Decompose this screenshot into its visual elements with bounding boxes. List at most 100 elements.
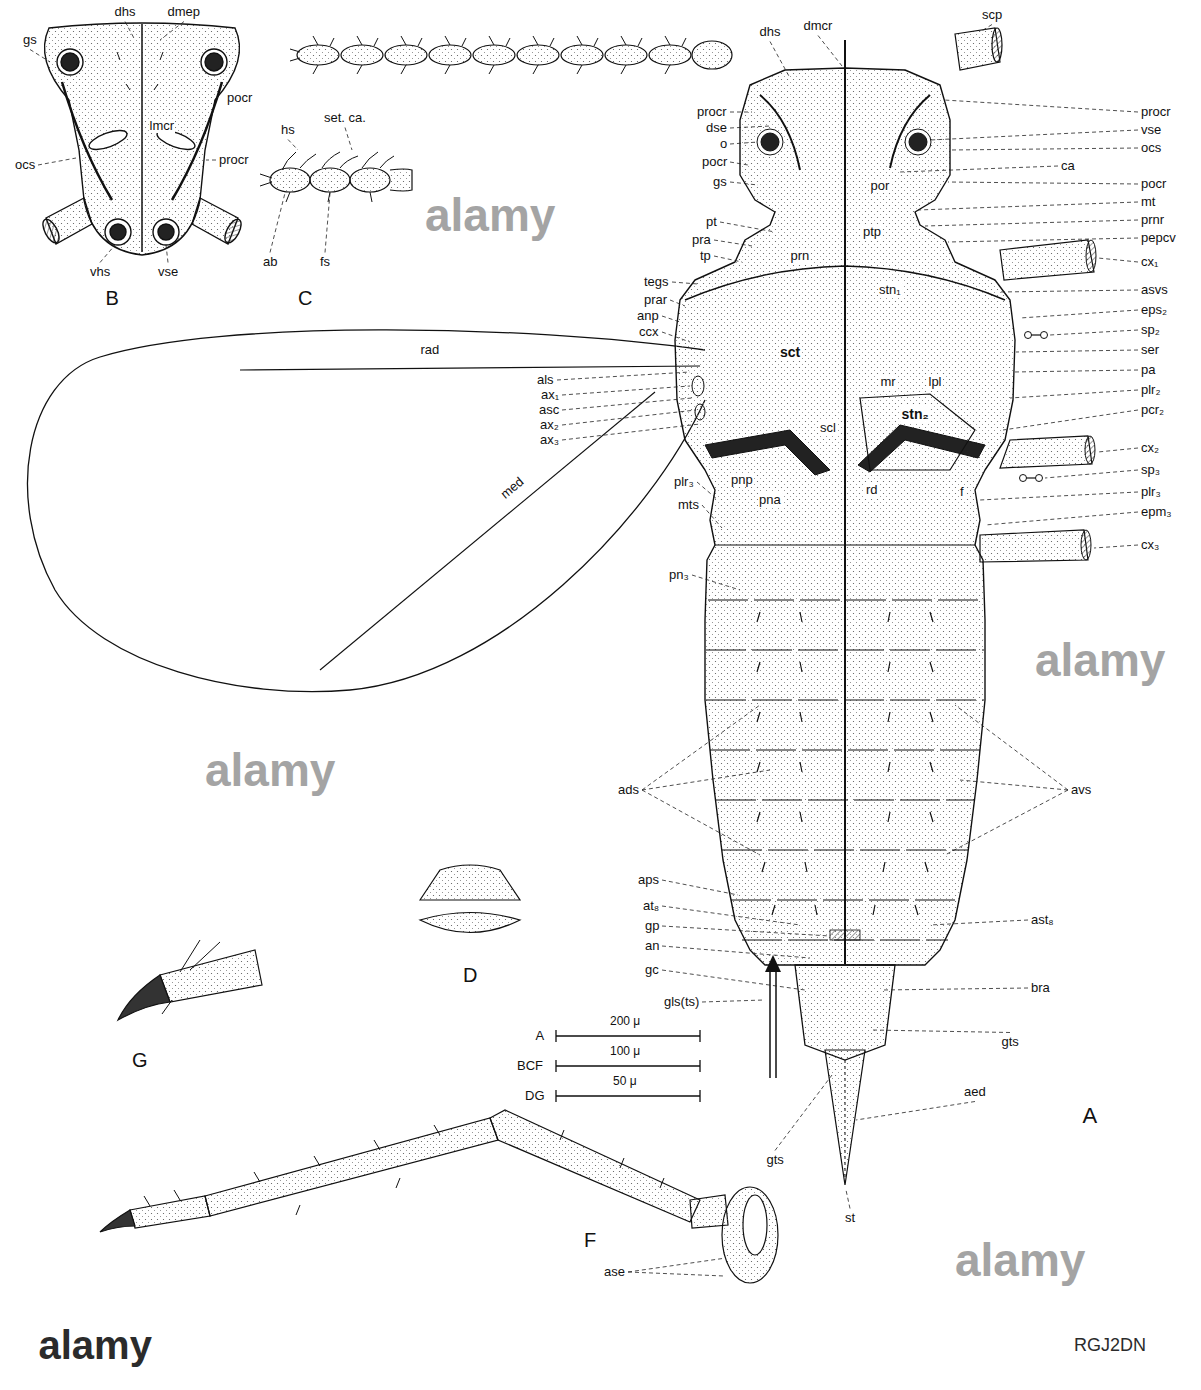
leader-line bbox=[30, 50, 50, 63]
leader-line bbox=[900, 166, 1058, 172]
leader-line bbox=[980, 492, 1138, 500]
leader-line bbox=[775, 1075, 832, 1151]
leader-line bbox=[1010, 390, 1138, 398]
leader-line bbox=[930, 130, 1138, 140]
part-label: procr bbox=[1140, 105, 1172, 120]
panel-letter: G bbox=[131, 1049, 149, 1072]
leader-line bbox=[628, 1258, 726, 1272]
part-label: pt bbox=[705, 215, 718, 230]
leader-line bbox=[642, 790, 760, 855]
leader-line bbox=[125, 22, 135, 41]
part-label: f bbox=[959, 485, 965, 500]
part-label: ase bbox=[603, 1265, 626, 1280]
panel-letter: D bbox=[462, 964, 478, 987]
scale-bars bbox=[556, 1030, 700, 1102]
leader-line bbox=[930, 920, 1028, 925]
part-label: aed bbox=[963, 1085, 987, 1100]
leader-line bbox=[950, 148, 1138, 150]
part-label: pa bbox=[1140, 363, 1156, 378]
leader-line bbox=[730, 162, 748, 165]
part-label: dmcr bbox=[803, 19, 834, 34]
leader-line bbox=[1094, 545, 1138, 548]
antenna-detail bbox=[260, 152, 412, 202]
part-label: sp₂ bbox=[1140, 323, 1161, 338]
leader-line bbox=[670, 300, 685, 306]
part-label: o bbox=[719, 137, 728, 152]
part-label: rd bbox=[865, 483, 879, 498]
leader-line bbox=[557, 372, 690, 380]
leader-line bbox=[206, 160, 216, 161]
leader-line bbox=[345, 128, 352, 151]
antenna bbox=[290, 28, 1002, 74]
detail-d bbox=[420, 865, 520, 933]
part-label: ab bbox=[262, 255, 278, 270]
leader-line bbox=[662, 316, 680, 322]
part-label: pra bbox=[691, 233, 712, 248]
part-label: ast₈ bbox=[1030, 913, 1055, 928]
leg bbox=[100, 1110, 778, 1283]
part-label: fs bbox=[319, 255, 331, 270]
scale-value: 50 μ bbox=[612, 1075, 638, 1089]
part-label: anp bbox=[636, 309, 660, 324]
part-label: epm₃ bbox=[1140, 505, 1173, 520]
part-label: lpl bbox=[928, 375, 943, 390]
leader-line bbox=[948, 182, 1138, 184]
part-label: ads bbox=[617, 783, 640, 798]
part-label: prn bbox=[790, 249, 811, 264]
watermark: alamy bbox=[1034, 634, 1166, 687]
part-label: asc bbox=[538, 403, 560, 418]
leader-line bbox=[730, 142, 758, 144]
leader-line bbox=[770, 42, 790, 79]
leader-line bbox=[662, 946, 810, 958]
part-label: gs bbox=[712, 175, 728, 190]
leader-line bbox=[720, 222, 775, 232]
leader-line bbox=[662, 906, 800, 925]
leader-line bbox=[288, 140, 298, 151]
leader-line bbox=[562, 398, 692, 410]
part-label: plr₃ bbox=[1140, 485, 1162, 500]
part-label: vhs bbox=[89, 265, 111, 280]
part-label: lmcr bbox=[149, 119, 176, 134]
part-label: sp₃ bbox=[1140, 463, 1161, 478]
part-label: scp bbox=[981, 8, 1003, 23]
leader-line bbox=[714, 240, 752, 246]
leader-line bbox=[1098, 448, 1138, 452]
scale-letter: DG bbox=[524, 1089, 546, 1104]
part-label: sct bbox=[779, 344, 801, 360]
leader-line bbox=[562, 424, 700, 440]
part-label: aps bbox=[637, 873, 660, 888]
part-label: gs bbox=[22, 33, 38, 48]
part-label: gts bbox=[766, 1153, 785, 1168]
panel-letter: C bbox=[297, 287, 313, 310]
part-label: procr bbox=[696, 105, 728, 120]
part-label: vse bbox=[157, 265, 179, 280]
part-label: hs bbox=[280, 123, 296, 138]
part-label: ax₂ bbox=[539, 418, 560, 433]
leader-line bbox=[1098, 258, 1138, 262]
part-label: ax₁ bbox=[540, 388, 560, 403]
watermark: alamy bbox=[954, 1234, 1086, 1287]
leader-line bbox=[985, 512, 1138, 525]
part-label: dhs bbox=[114, 5, 137, 20]
scale-value: 100 μ bbox=[609, 1045, 641, 1059]
part-label: gls(ts) bbox=[663, 995, 700, 1010]
leader-line bbox=[100, 245, 115, 263]
part-label: prnr bbox=[1140, 213, 1165, 228]
part-label: gp bbox=[644, 919, 660, 934]
leader-line bbox=[662, 880, 738, 895]
leader-line bbox=[980, 25, 992, 33]
panel-letter: A bbox=[1082, 1103, 1099, 1128]
part-label: tegs bbox=[643, 275, 670, 290]
part-label: plr₃ bbox=[673, 475, 695, 490]
part-label: tp bbox=[699, 249, 712, 264]
leader-line bbox=[818, 36, 842, 67]
leader-line bbox=[702, 1000, 764, 1002]
part-label: at₈ bbox=[642, 899, 660, 914]
panel-letter: F bbox=[583, 1229, 597, 1252]
leader-line bbox=[846, 1190, 850, 1209]
part-label: plr₂ bbox=[1140, 383, 1162, 398]
part-label: gts bbox=[1001, 1035, 1020, 1050]
